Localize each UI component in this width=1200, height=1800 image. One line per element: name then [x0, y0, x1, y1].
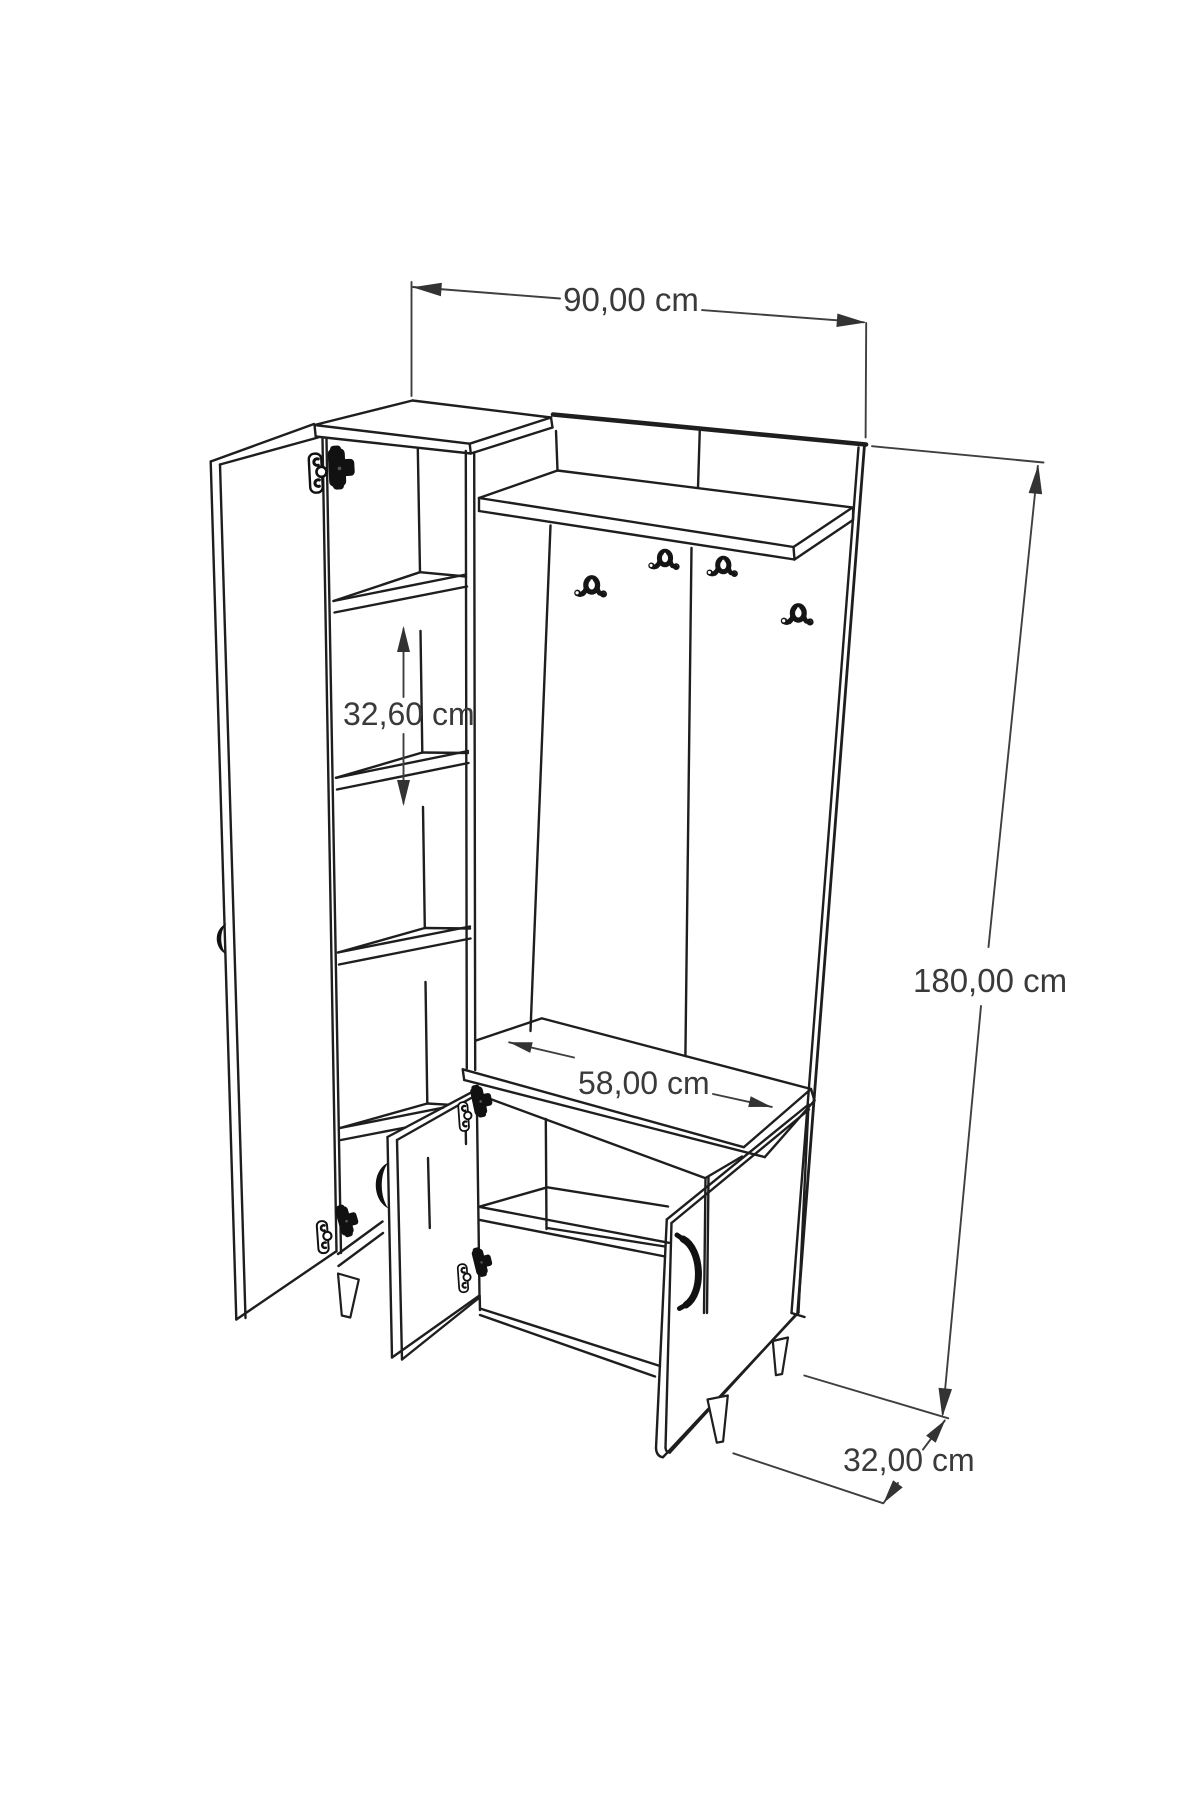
svg-text:180,00 cm: 180,00 cm — [913, 962, 1067, 999]
svg-text:58,00 cm: 58,00 cm — [578, 1065, 710, 1101]
svg-text:32,00 cm: 32,00 cm — [843, 1442, 975, 1478]
svg-text:32,60 cm: 32,60 cm — [343, 696, 475, 732]
svg-text:90,00 cm: 90,00 cm — [563, 281, 699, 318]
